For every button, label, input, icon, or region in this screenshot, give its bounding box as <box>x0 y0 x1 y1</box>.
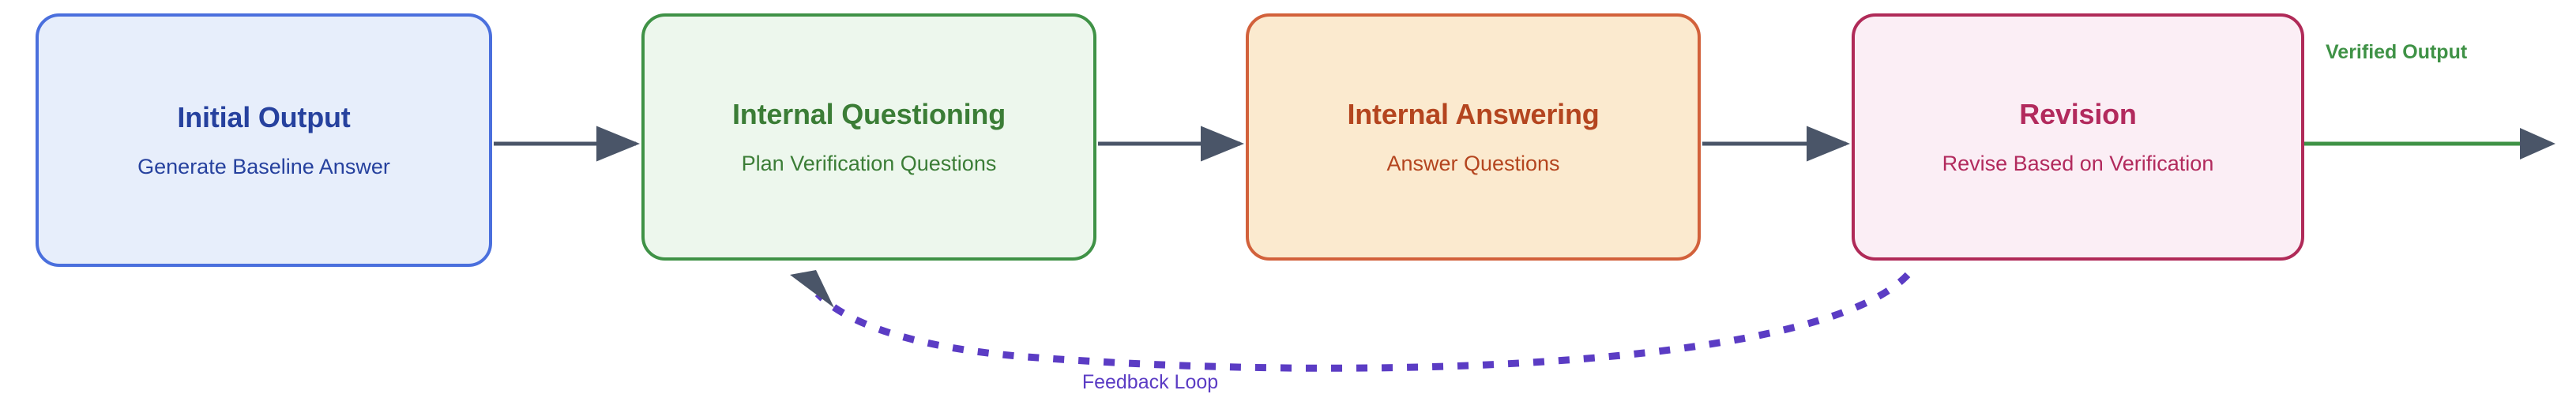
node-initial-output[interactable]: Initial Output Generate Baseline Answer <box>36 13 492 267</box>
node-subtitle: Generate Baseline Answer <box>137 154 390 178</box>
edge-label-feedback-loop: Feedback Loop <box>1081 371 1219 393</box>
edge-label-verified-output: Verified Output <box>2326 41 2468 63</box>
node-subtitle: Answer Questions <box>1386 151 1560 175</box>
node-title: Internal Answering <box>1347 98 1600 131</box>
node-subtitle: Revise Based on Verification <box>1942 151 2214 175</box>
node-internal-questioning[interactable]: Internal Questioning Plan Verification Q… <box>641 13 1096 261</box>
node-internal-answering[interactable]: Internal Answering Answer Questions <box>1246 13 1701 261</box>
node-revision[interactable]: Revision Revise Based on Verification <box>1852 13 2304 261</box>
node-title: Initial Output <box>177 101 351 134</box>
node-title: Internal Questioning <box>731 98 1006 131</box>
edge-feedback-loop <box>814 272 1911 372</box>
feedback-loop-arrowhead <box>790 270 834 308</box>
node-title: Revision <box>2019 98 2137 131</box>
node-subtitle: Plan Verification Questions <box>741 151 997 175</box>
